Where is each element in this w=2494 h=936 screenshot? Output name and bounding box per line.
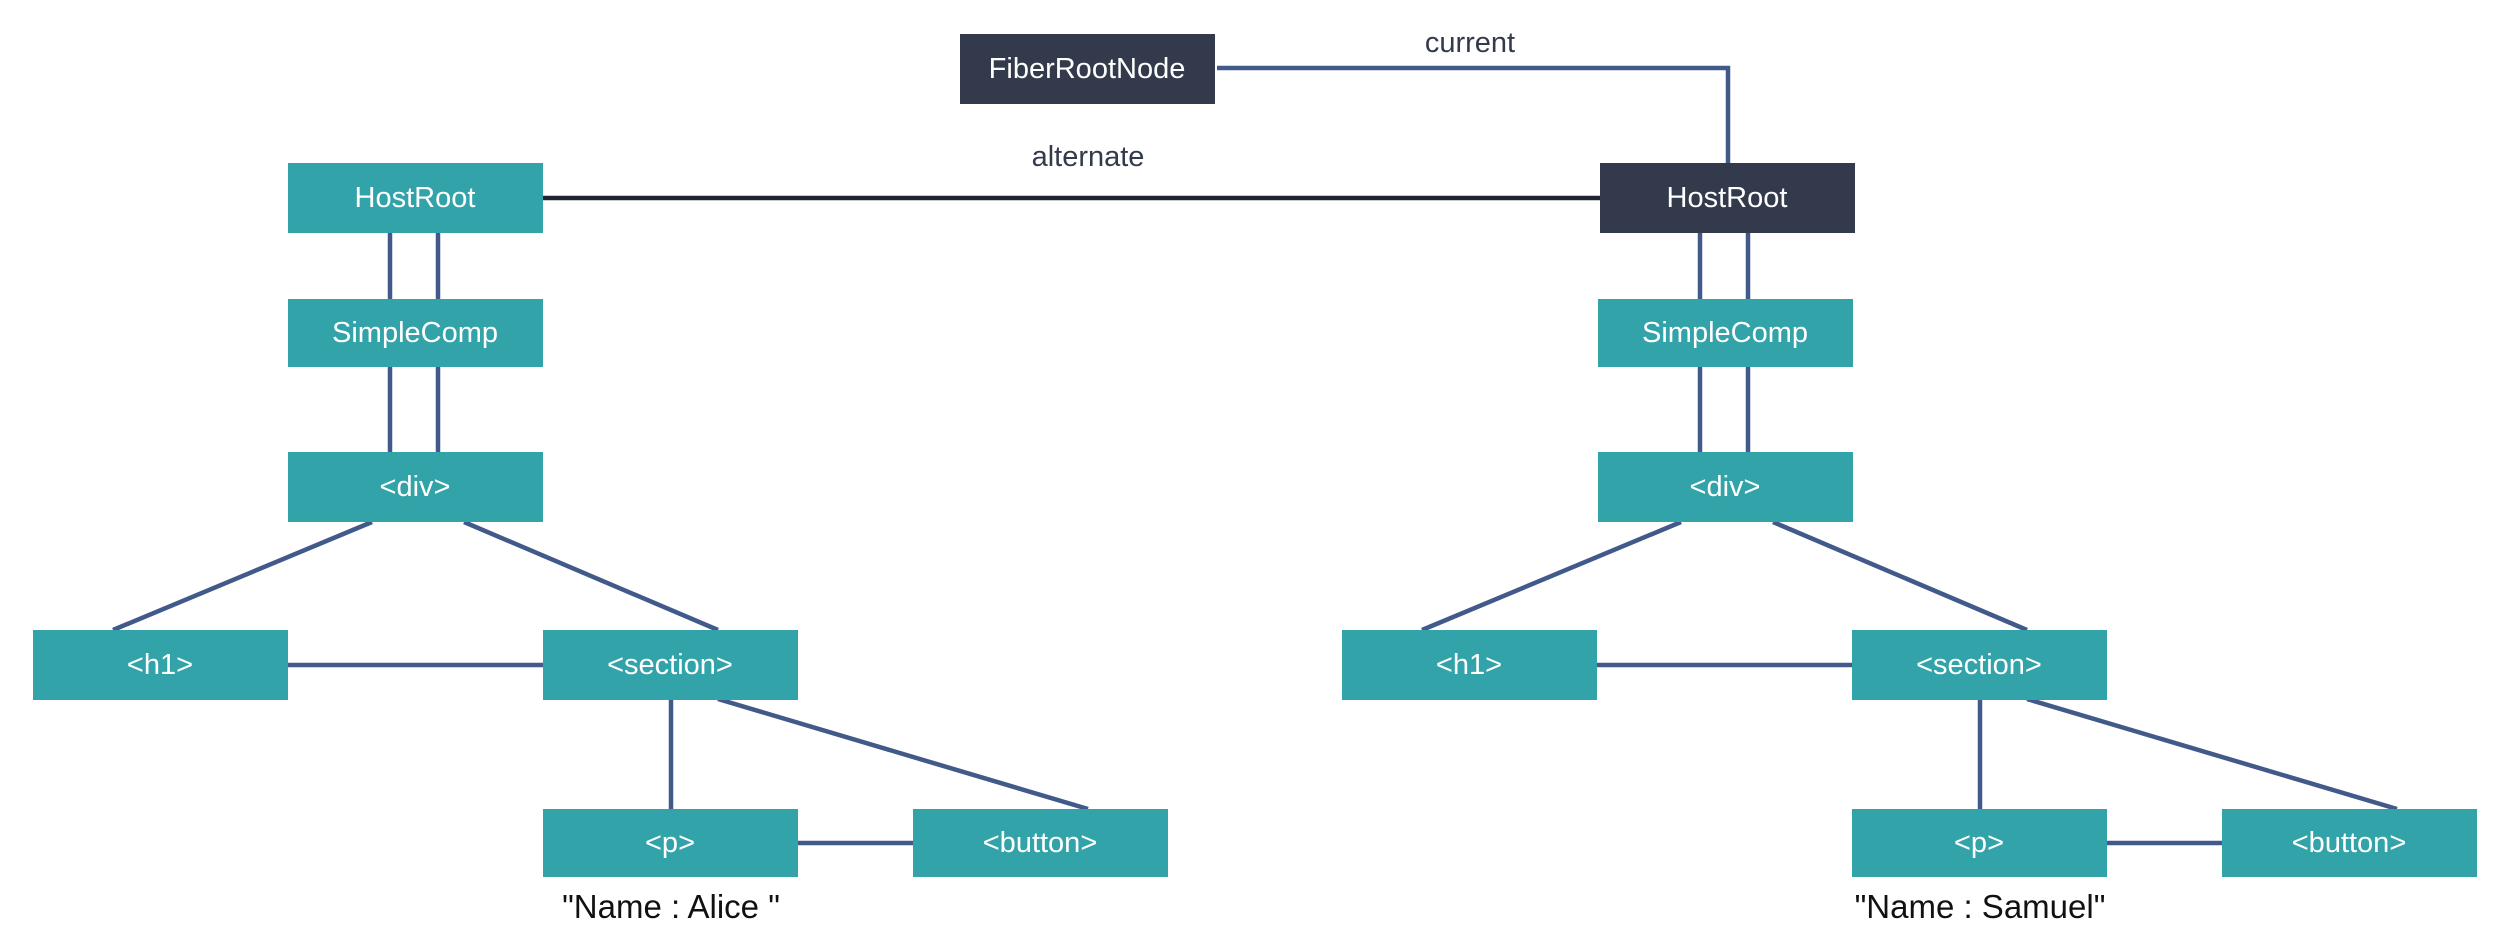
right-section-label: <section> [1916,649,2042,681]
current-edge [1217,65,1731,165]
left-div-section-edge [463,519,719,633]
right-hostroot-label: HostRoot [1667,182,1788,214]
right-simplecomp-label: SimpleComp [1642,317,1808,349]
left-h1-label: <h1> [127,649,193,681]
left-simplecomp-label: SimpleComp [332,317,498,349]
alternate-label: alternate [1032,141,1145,173]
right-h1-node: <h1> [1342,630,1597,700]
left-button-node: <button> [913,809,1168,877]
left-div-h1-edge [112,519,373,633]
left-caption: "Name : Alice " [562,888,780,925]
left-simplecomp-node: SimpleComp [288,299,543,367]
right-div-h1-edge [1421,519,1682,633]
right-hostroot-node: HostRoot [1600,163,1855,233]
left-hostroot-label: HostRoot [355,182,476,214]
edges [112,65,2398,846]
right-p-label: <p> [1954,827,2004,859]
left-div-node: <div> [288,452,543,522]
right-div-node: <div> [1598,452,1853,522]
left-hostroot-node: HostRoot [288,163,543,233]
left-section-label: <section> [607,649,733,681]
left-p-label: <p> [645,827,695,859]
current-label: current [1425,27,1515,59]
left-section-button-edge [717,696,1089,812]
right-button-node: <button> [2222,809,2477,877]
fiber-root-node-label: FiberRootNode [989,53,1186,85]
right-section-node: <section> [1852,630,2107,700]
right-button-label: <button> [2292,827,2407,859]
left-section-node: <section> [543,630,798,700]
left-div-label: <div> [380,471,451,503]
right-section-button-edge [2026,696,2398,812]
right-p-node: <p> [1852,809,2107,877]
left-p-node: <p> [543,809,798,877]
right-simplecomp-node: SimpleComp [1598,299,1853,367]
left-h1-node: <h1> [33,630,288,700]
right-caption: "Name : Samuel" [1855,888,2106,925]
right-h1-label: <h1> [1436,649,1502,681]
left-button-label: <button> [983,827,1098,859]
right-div-section-edge [1772,519,2028,633]
fiber-root-node: FiberRootNode [960,34,1215,104]
right-div-label: <div> [1690,471,1761,503]
